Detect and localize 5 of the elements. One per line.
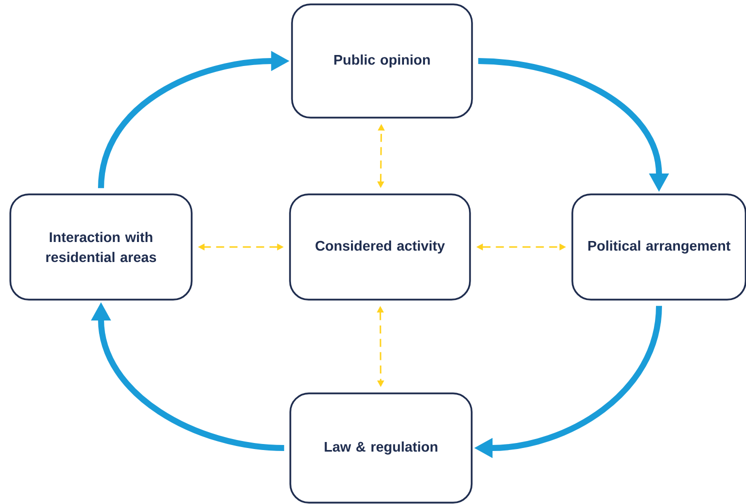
process-box: Law & regulation (289, 392, 473, 504)
process-box: Considered activity (289, 193, 471, 301)
process-box: Public opinion (291, 3, 473, 119)
process-box: Interaction with residential areas (9, 193, 193, 301)
process-box: Political arrangement (571, 193, 746, 301)
